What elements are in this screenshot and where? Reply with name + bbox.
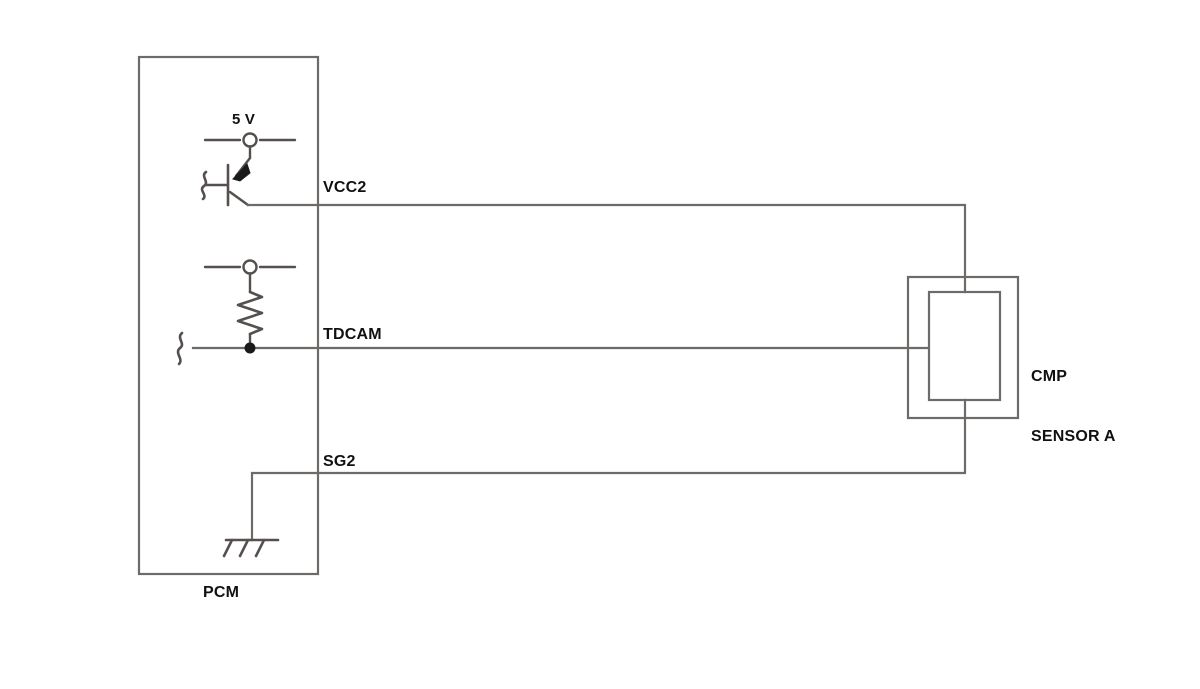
terminal-node-supply [242, 132, 258, 148]
cmp-sensor-label: CMP SENSOR A [1031, 327, 1116, 487]
cmp-sensor-label-line2: SENSOR A [1031, 428, 1116, 445]
wire-label-sg2: SG2 [323, 453, 356, 470]
wire-label-vcc2: VCC2 [323, 179, 367, 196]
cmp-sensor-inner-box [927, 290, 1002, 402]
cmp-sensor-label-line1: CMP [1031, 368, 1068, 385]
wire-vcc2 [246, 203, 967, 294]
wire-break-base-icon [200, 170, 208, 201]
pcm-module-box [137, 55, 320, 576]
pcm-module-label: PCM [203, 584, 240, 601]
ground-hatch-2 [238, 538, 250, 558]
terminal-node-resistor [242, 259, 258, 275]
wire-sg2 [250, 398, 967, 542]
supply-voltage-label: 5 V [232, 111, 256, 128]
junction-dot-tdcam [244, 342, 256, 354]
wire-break-tdcam-icon [176, 331, 184, 366]
transistor-emitter-arrow-icon [232, 163, 251, 182]
ground-hatch-1 [222, 538, 234, 558]
pull-up-resistor-icon [236, 290, 264, 336]
cmp-sensor-outer-box [906, 275, 1020, 420]
transistor-collector-lead [228, 190, 250, 207]
wire-label-tdcam: TDCAM [323, 326, 382, 343]
ground-hatch-3 [254, 538, 266, 558]
